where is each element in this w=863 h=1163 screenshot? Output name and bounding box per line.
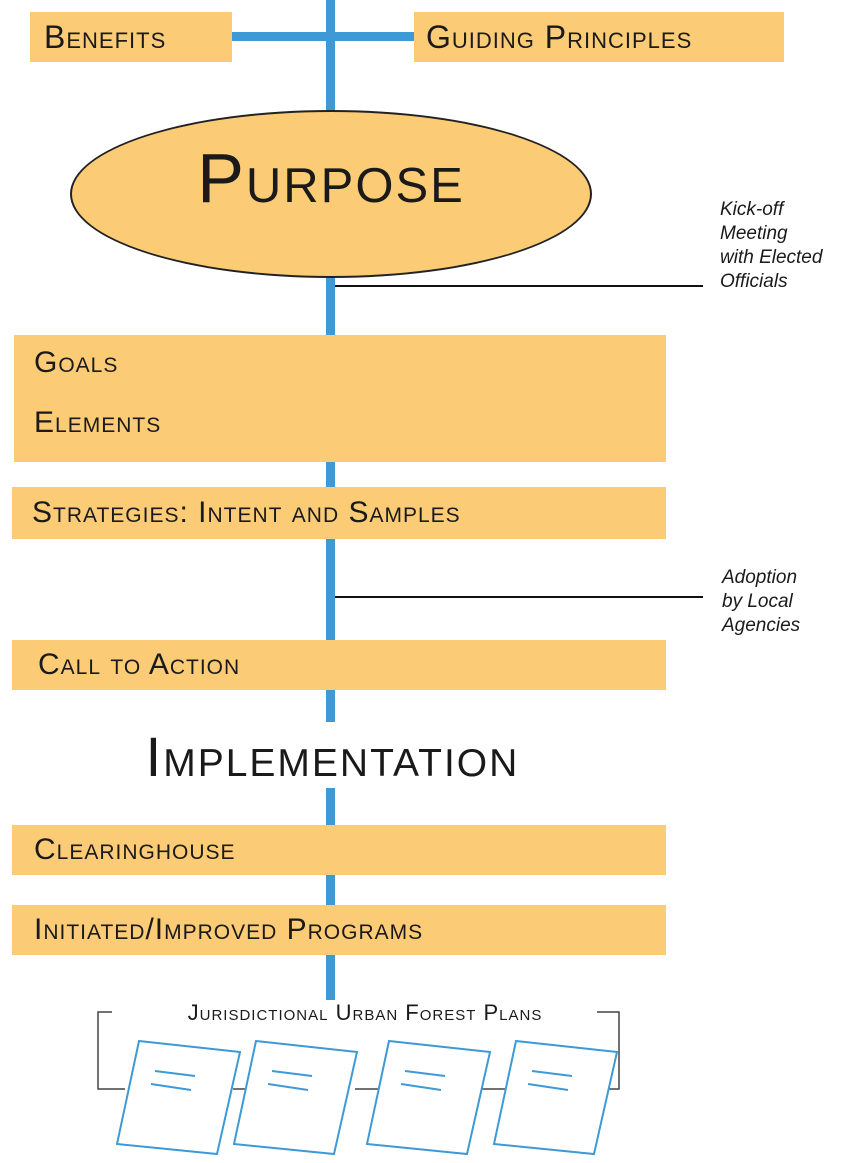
programs-label: Initiated/Improved Programs <box>34 913 424 946</box>
adoption-line: by Local <box>722 591 793 612</box>
programs-box: Initiated/Improved Programs <box>12 905 666 955</box>
guiding-principles-label: Guiding Principles <box>426 19 693 55</box>
implementation-title: Implementation <box>145 725 520 788</box>
top-crossbar <box>232 32 414 41</box>
elements-label: Elements <box>34 406 162 439</box>
kickoff-connector <box>335 285 703 287</box>
clearinghouse-label: Clearinghouse <box>34 833 236 866</box>
goals-label: Goals <box>34 346 119 379</box>
strategies-label: Strategies: Intent and Samples <box>32 496 461 529</box>
kickoff-line: Officials <box>720 271 788 292</box>
document-icon <box>365 1039 492 1156</box>
strategies-box: Strategies: Intent and Samples <box>12 487 666 539</box>
adoption-line: Adoption <box>722 567 798 588</box>
goals-elements-box: Goals Elements <box>14 335 666 462</box>
kickoff-line: Meeting <box>720 223 788 244</box>
purpose-label: Purpose <box>197 139 465 217</box>
implementation-gap <box>80 722 580 788</box>
purpose-ellipse <box>70 110 592 278</box>
plans-label: Jurisdictional Urban Forest Plans <box>187 1000 543 1025</box>
adoption-connector <box>335 596 703 598</box>
document-icon <box>115 1039 242 1156</box>
document-icon <box>492 1039 619 1156</box>
adoption-milestone: Adoption by Local Agencies <box>722 566 800 638</box>
call-to-action-label: Call to Action <box>38 648 241 681</box>
adoption-line: Agencies <box>722 615 801 636</box>
document-icon <box>232 1039 359 1156</box>
kickoff-line: Kick-off <box>720 199 784 220</box>
guiding-principles-box: Guiding Principles <box>414 12 784 62</box>
benefits-box: Benefits <box>30 12 232 62</box>
clearinghouse-box: Clearinghouse <box>12 825 666 875</box>
call-to-action-box: Call to Action <box>12 640 666 690</box>
kickoff-milestone: Kick-off Meeting with Elected Officials <box>720 198 822 294</box>
benefits-label: Benefits <box>44 19 167 55</box>
kickoff-line: with Elected <box>720 247 823 268</box>
